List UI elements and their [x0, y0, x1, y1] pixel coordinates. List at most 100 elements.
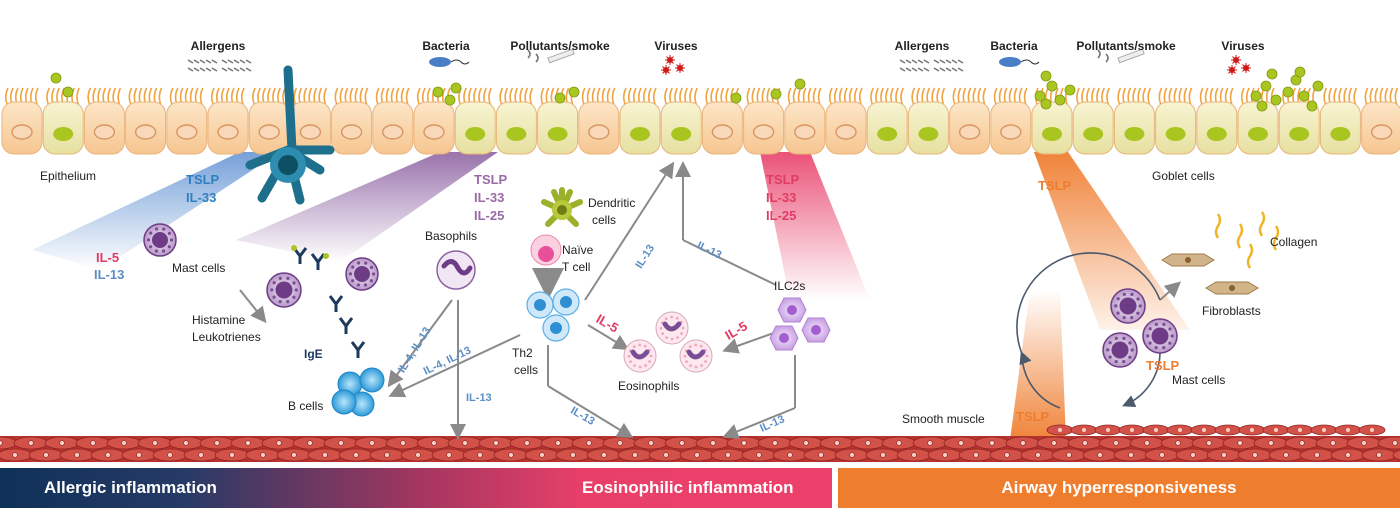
epithelial-cell — [1361, 87, 1400, 155]
cyt-tslp-c: TSLP — [766, 172, 800, 187]
goblet-cell — [454, 87, 496, 155]
ige-antibody-icon — [328, 295, 344, 312]
epithelial-cell — [289, 87, 331, 155]
epithelial-cell — [207, 87, 249, 155]
goblet-cell — [619, 87, 661, 155]
label-ige: IgE — [304, 347, 323, 361]
ige-antibody-icon — [310, 253, 326, 270]
allergen-particle — [323, 253, 329, 259]
mucus-granule — [568, 86, 580, 98]
b-cell-icon — [331, 389, 357, 415]
cyt-tslp-goblet: TSLP — [1038, 178, 1072, 193]
label-mast-cells-left: Mast cells — [172, 261, 225, 275]
mucus-granule — [432, 86, 444, 98]
mucus-granule — [1312, 80, 1324, 92]
cyt-il13-ilc-down: IL-13 — [758, 413, 786, 434]
cytokine-beams — [32, 152, 1190, 440]
dendritic-cell-tissue-icon — [541, 187, 583, 227]
cyt-tslp-muscle: TSLP — [1016, 409, 1050, 424]
mucus-granule — [770, 88, 782, 100]
label-basophils: Basophils — [425, 229, 477, 243]
feedback-loop — [1016, 252, 1161, 409]
label-collagen: Collagen — [1270, 235, 1317, 249]
naive-t-cell-icon — [530, 234, 562, 266]
label-naive-1: Naïve — [562, 243, 594, 257]
epithelial-cell — [825, 87, 867, 155]
mucus-granule — [1270, 94, 1282, 106]
goblet-cell — [1072, 87, 1114, 155]
epithelial-cell — [331, 87, 373, 155]
mucus-granule — [554, 92, 566, 104]
cyt-il13-a: IL-13 — [94, 267, 124, 282]
cyt-tslp-mast: TSLP — [1146, 358, 1180, 373]
collagen-fibre — [1272, 225, 1280, 251]
trigger-bacteria-1: Bacteria — [422, 39, 470, 53]
goblet-cell — [42, 87, 84, 155]
epithelial-cell — [372, 87, 414, 155]
label-ilc2s: ILC2s — [774, 279, 805, 293]
goblet-cell — [1155, 87, 1197, 155]
goblet-cell — [866, 87, 908, 155]
goblet-cell — [495, 87, 537, 155]
mucus-granule — [444, 94, 456, 106]
goblet-cell — [907, 87, 949, 155]
collagen-fibre — [1258, 211, 1266, 237]
trigger-icons — [187, 48, 1251, 75]
collagen-fibre — [1246, 243, 1254, 269]
arrows — [239, 161, 1181, 440]
label-eosinophils: Eosinophils — [618, 379, 679, 393]
epithelial-cell — [248, 87, 290, 155]
mucus-granule — [1040, 70, 1052, 82]
mucus-granule — [1294, 66, 1306, 78]
epithelial-cell — [125, 87, 167, 155]
epithelial-cell — [784, 87, 826, 155]
ilc2-cell-icon — [769, 325, 799, 351]
epithelial-cell — [578, 87, 620, 155]
label-epithelium: Epithelium — [40, 169, 96, 183]
label-smooth-muscle: Smooth muscle — [902, 412, 985, 426]
goblet-cell — [1196, 87, 1238, 155]
cyt-il33-a: IL-33 — [186, 190, 216, 205]
label-airway-hyperresponsiveness: Airway hyperresponsiveness — [1001, 478, 1237, 497]
ige-antibody-icon — [292, 247, 308, 264]
mucus-granule — [62, 86, 74, 98]
cyt-il5-ilc: IL-5 — [722, 318, 750, 343]
bottom-bar-left: Allergic inflammation Eosinophilic infla… — [0, 468, 832, 508]
th2-cell-icon — [526, 291, 554, 319]
label-eosinophilic-inflammation: Eosinophilic inflammation — [582, 478, 794, 497]
trigger-viruses-1: Viruses — [654, 39, 697, 53]
ilc2-cell-icon — [777, 297, 807, 323]
mucus-granule — [1266, 68, 1278, 80]
label-mast-cells-right: Mast cells — [1172, 373, 1225, 387]
mast-cell-icon — [266, 272, 302, 308]
cyt-tslp-a: TSLP — [186, 172, 220, 187]
epithelial-cell — [990, 87, 1032, 155]
b-cell-icon — [359, 367, 385, 393]
epithelium-layer — [1, 66, 1400, 155]
fibroblast-icon — [1161, 253, 1215, 267]
label-goblet-cells: Goblet cells — [1152, 169, 1215, 183]
mucus-granule — [1046, 80, 1058, 92]
cyt-il33-c: IL-33 — [766, 190, 796, 205]
mast-cell-icon — [143, 223, 177, 257]
fibroblast-icon — [1205, 281, 1259, 295]
collagen-fibre — [1236, 223, 1244, 249]
label-dendritic-2: cells — [592, 213, 616, 227]
smooth-muscle-layer — [0, 424, 1400, 462]
mast-cell-icon — [1110, 288, 1146, 324]
th2-cell-icon — [552, 288, 580, 316]
epithelial-cell — [83, 87, 125, 155]
mucus-granule — [1054, 94, 1066, 106]
ilc2-cell-icon — [801, 317, 831, 343]
immune-cells — [143, 187, 1280, 417]
eosinophil-icon — [655, 311, 689, 345]
mucus-granule — [1256, 100, 1268, 112]
epithelial-cell — [413, 87, 455, 155]
eosinophil-icon — [679, 339, 713, 373]
trigger-bacteria-2: Bacteria — [990, 39, 1038, 53]
mucus-granule — [730, 92, 742, 104]
airway-inflammation-diagram: Allergens Bacteria Pollutants/smoke Viru… — [0, 39, 1400, 462]
cyt-il25-b: IL-25 — [474, 208, 504, 223]
dendritic-cell-icon — [245, 65, 335, 205]
